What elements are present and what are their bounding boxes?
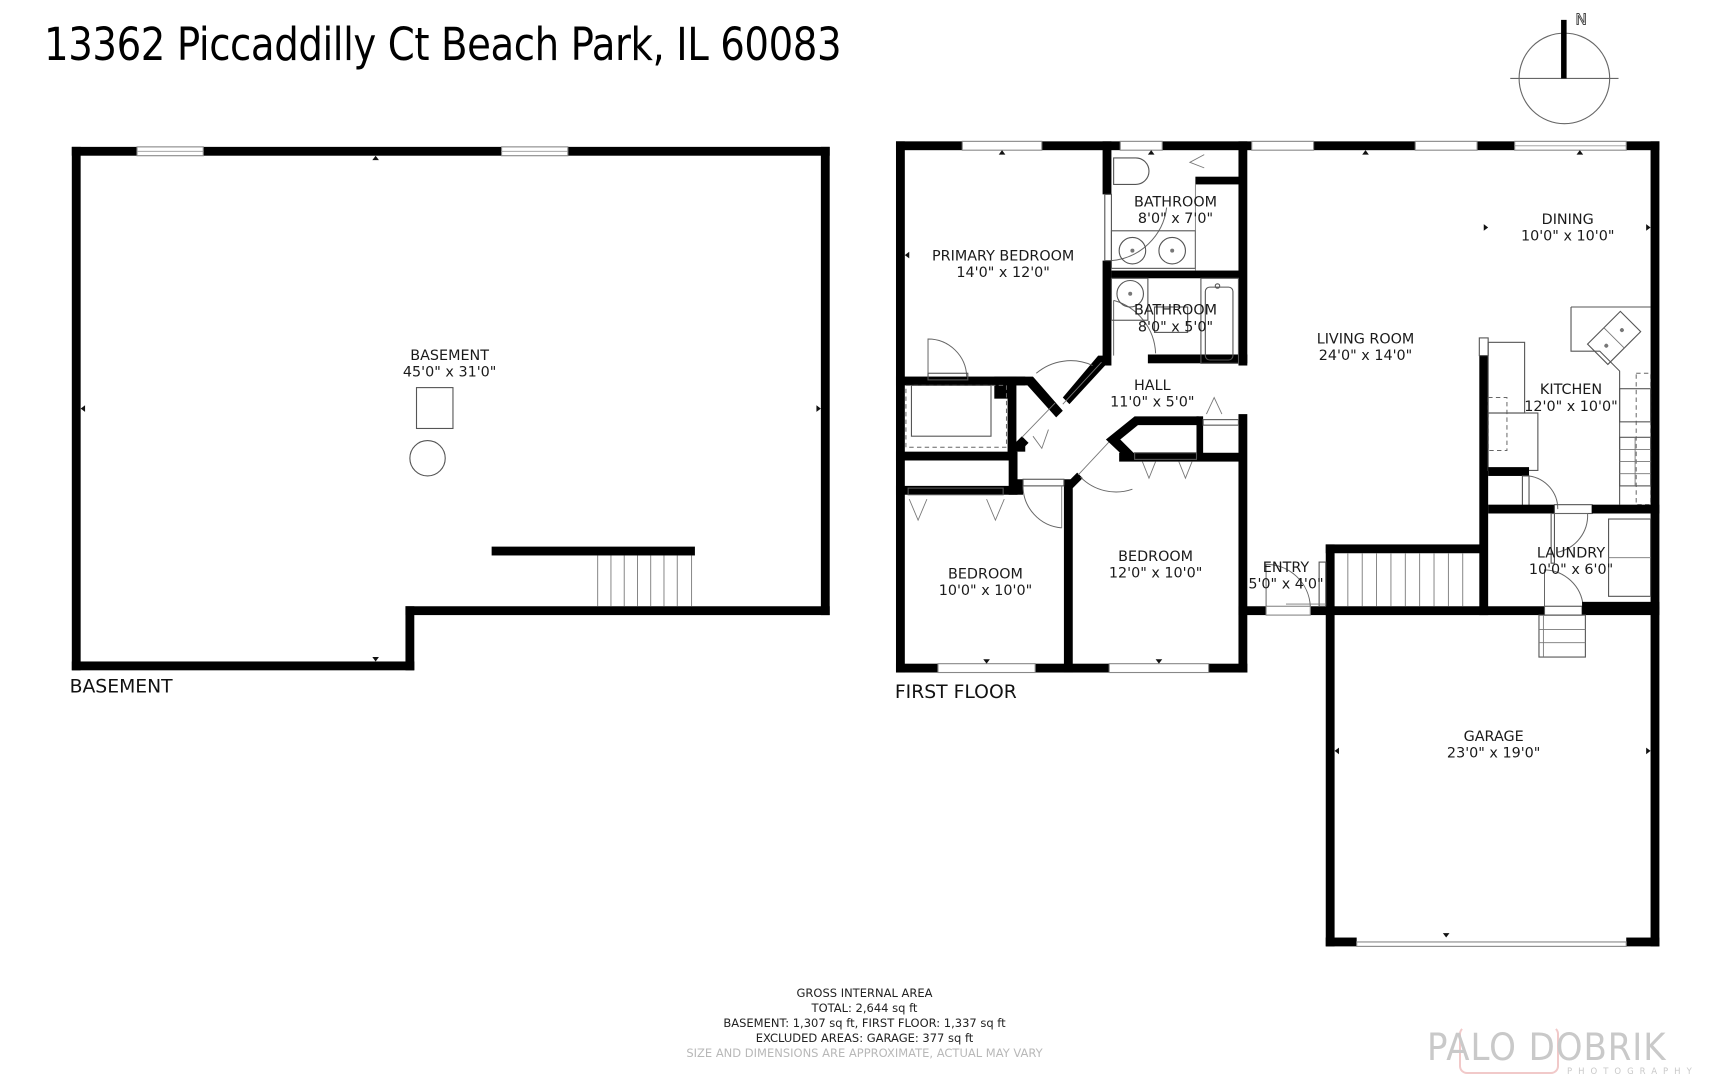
stove-fixture xyxy=(1619,436,1652,487)
water-heater-fixture xyxy=(409,440,446,477)
kitchen-sink-fixture xyxy=(1586,310,1642,366)
area-excluded: EXCLUDED AREAS: GARAGE: 377 sq ft xyxy=(755,1031,974,1045)
room-name-basement: BASEMENT xyxy=(410,348,489,364)
garage-steps xyxy=(1538,614,1586,658)
room-dims-basement: 45'0" x 31'0" xyxy=(403,365,496,381)
room-name-entry: ENTRY xyxy=(1263,560,1310,576)
room-dims-entry: 5'0" x 4'0" xyxy=(1248,577,1323,593)
basement-stairs xyxy=(597,555,693,607)
furnace-fixture xyxy=(415,387,454,430)
north-arrow-icon: N xyxy=(1510,10,1619,125)
area-breakdown: BASEMENT: 1,307 sq ft, FIRST FLOOR: 1,33… xyxy=(723,1016,1006,1030)
room-dims-kitchen: 12'0" x 10'0" xyxy=(1524,399,1617,415)
room-name-bedroom-2: BEDROOM xyxy=(1118,549,1193,565)
compass-north-label: N xyxy=(1575,10,1587,28)
area-disclaimer: SIZE AND DIMENSIONS ARE APPROXIMATE, ACT… xyxy=(686,1046,1043,1060)
photographer-logo: PALO DOBRIK PHOTOGRAPHY xyxy=(1419,1022,1709,1078)
first-floor-stairs xyxy=(1347,553,1464,607)
room-dims-bedroom-1: 10'0" x 10'0" xyxy=(939,583,1032,599)
area-heading: GROSS INTERNAL AREA xyxy=(796,986,933,1000)
room-name-primary-bedroom: PRIMARY BEDROOM xyxy=(932,249,1074,265)
room-dims-living-room: 24'0" x 14'0" xyxy=(1319,348,1412,364)
floor-label-basement: BASEMENT xyxy=(70,676,174,697)
room-dims-primary-bedroom: 14'0" x 12'0" xyxy=(956,265,1049,281)
room-dims-bathroom-2: 8'0" x 5'0" xyxy=(1138,319,1213,335)
room-dims-laundry: 10'0" x 6'0" xyxy=(1529,562,1613,578)
property-address-title: 13362 Piccaddilly Ct Beach Park, IL 6008… xyxy=(44,18,842,71)
room-name-hall: HALL xyxy=(1134,378,1171,394)
room-dims-bedroom-2: 12'0" x 10'0" xyxy=(1109,566,1202,582)
room-name-kitchen: KITCHEN xyxy=(1540,382,1602,398)
area-total: TOTAL: 2,644 sq ft xyxy=(811,1001,918,1015)
brand-tagline: PHOTOGRAPHY xyxy=(1567,1067,1698,1077)
room-dims-garage: 23'0" x 19'0" xyxy=(1447,746,1540,762)
room-name-living-room: LIVING ROOM xyxy=(1317,331,1415,347)
room-dims-hall: 11'0" x 5'0" xyxy=(1110,394,1194,410)
floor-label-first-floor: FIRST FLOOR xyxy=(895,682,1017,703)
room-name-bathroom-1: BATHROOM xyxy=(1134,195,1217,211)
room-name-garage: GARAGE xyxy=(1464,729,1524,745)
camera-outline-icon xyxy=(1459,1026,1559,1074)
room-name-bedroom-1: BEDROOM xyxy=(948,567,1023,583)
room-name-bathroom-2: BATHROOM xyxy=(1134,303,1217,319)
room-name-laundry: LAUNDRY xyxy=(1537,546,1605,562)
basement-plan: BASEMENT 45'0" x 31'0" BASEMENT xyxy=(70,146,830,697)
room-dims-dining: 10'0" x 10'0" xyxy=(1521,229,1614,245)
gross-internal-area-summary: GROSS INTERNAL AREA TOTAL: 2,644 sq ft B… xyxy=(0,986,1729,1061)
brand-name: PALO DOBRIK xyxy=(1427,1026,1667,1069)
first-floor-plan: PRIMARY BEDROOM 14'0" x 12'0" BATHROOM 8… xyxy=(895,140,1660,947)
room-dims-bathroom-1: 8'0" x 7'0" xyxy=(1138,211,1213,227)
room-name-dining: DINING xyxy=(1542,212,1594,228)
